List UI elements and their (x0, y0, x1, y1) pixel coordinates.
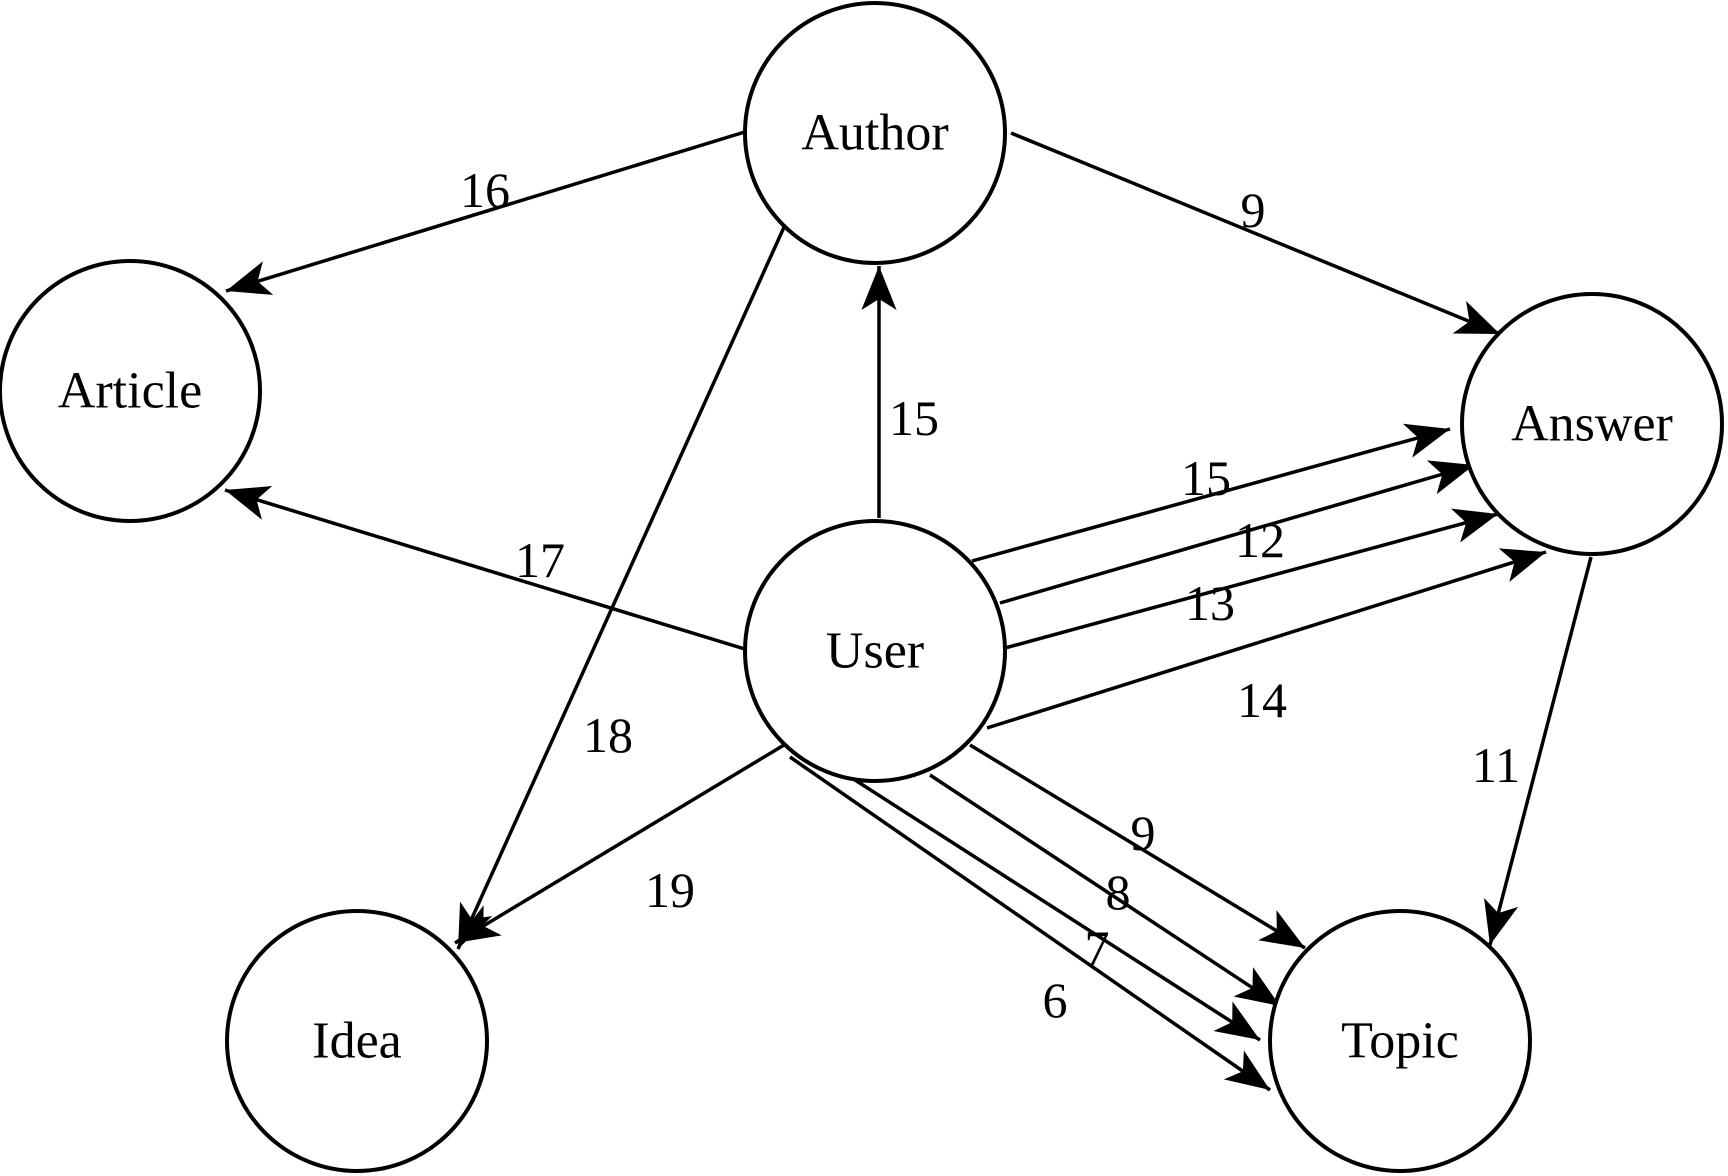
edges-layer (224, 129, 1593, 1092)
edge-label-author-to-article: 16 (460, 162, 510, 218)
edge-label-user-to-idea: 19 (645, 862, 695, 918)
edge-user-to-topic-arrow (969, 743, 1306, 950)
node-idea: Idea (225, 909, 489, 1173)
node-author-label: Author (801, 105, 948, 162)
edge-author-to-idea-arrow (456, 224, 787, 950)
node-idea-circle (225, 909, 489, 1173)
edge-label-author-to-answer: 9 (1241, 182, 1266, 238)
edge-label-user-to-topic: 6 (1043, 972, 1068, 1028)
node-answer: Answer (1460, 292, 1724, 556)
edge-label-user-to-answer: 14 (1237, 672, 1287, 728)
edge-label-user-to-author: 15 (889, 390, 939, 446)
edge-user-to-answer-arrow (1004, 508, 1499, 650)
node-article: Article (0, 259, 262, 523)
edge-label-author-to-idea: 18 (583, 707, 633, 763)
edge-label-user-to-article: 17 (515, 532, 565, 588)
edge-user-to-idea-arrow (454, 743, 785, 945)
node-article-circle (0, 259, 262, 523)
edge-author-to-answer-arrow (1010, 131, 1501, 336)
edge-user-to-article-arrow (224, 486, 749, 652)
edge-label-user-to-answer: 13 (1185, 575, 1235, 631)
node-topic: Topic (1268, 909, 1532, 1173)
edge-user-to-topic-arrow (789, 755, 1271, 1092)
node-topic-circle (1268, 909, 1532, 1173)
node-user-label: User (826, 623, 924, 680)
edge-author-to-article-arrow (225, 129, 749, 295)
edge-label-user-to-topic: 7 (1085, 920, 1110, 976)
edge-label-user-to-topic: 8 (1106, 864, 1131, 920)
edge-user-to-topic-arrow (929, 773, 1281, 1008)
node-author-circle (743, 1, 1007, 265)
edge-answer-to-topic-arrow (1484, 556, 1593, 946)
node-idea-label: Idea (312, 1013, 401, 1070)
node-article-label: Article (58, 363, 202, 420)
node-user-circle (743, 519, 1007, 783)
edge-label-user-to-answer: 12 (1235, 512, 1285, 568)
edge-user-to-answer-arrow (971, 423, 1451, 563)
edge-label-user-to-topic: 9 (1131, 805, 1156, 861)
edge-user-to-answer-arrow (999, 460, 1475, 605)
edge-user-to-topic-arrow (854, 778, 1261, 1042)
node-answer-label: Answer (1511, 396, 1673, 453)
edge-label-answer-to-topic: 11 (1472, 737, 1520, 793)
edge-label-user-to-answer: 15 (1181, 450, 1231, 506)
node-author: Author (743, 1, 1007, 265)
node-answer-circle (1460, 292, 1724, 556)
node-user: User (743, 519, 1007, 783)
node-topic-label: Topic (1341, 1013, 1459, 1070)
edge-user-to-answer-arrow (986, 548, 1547, 730)
